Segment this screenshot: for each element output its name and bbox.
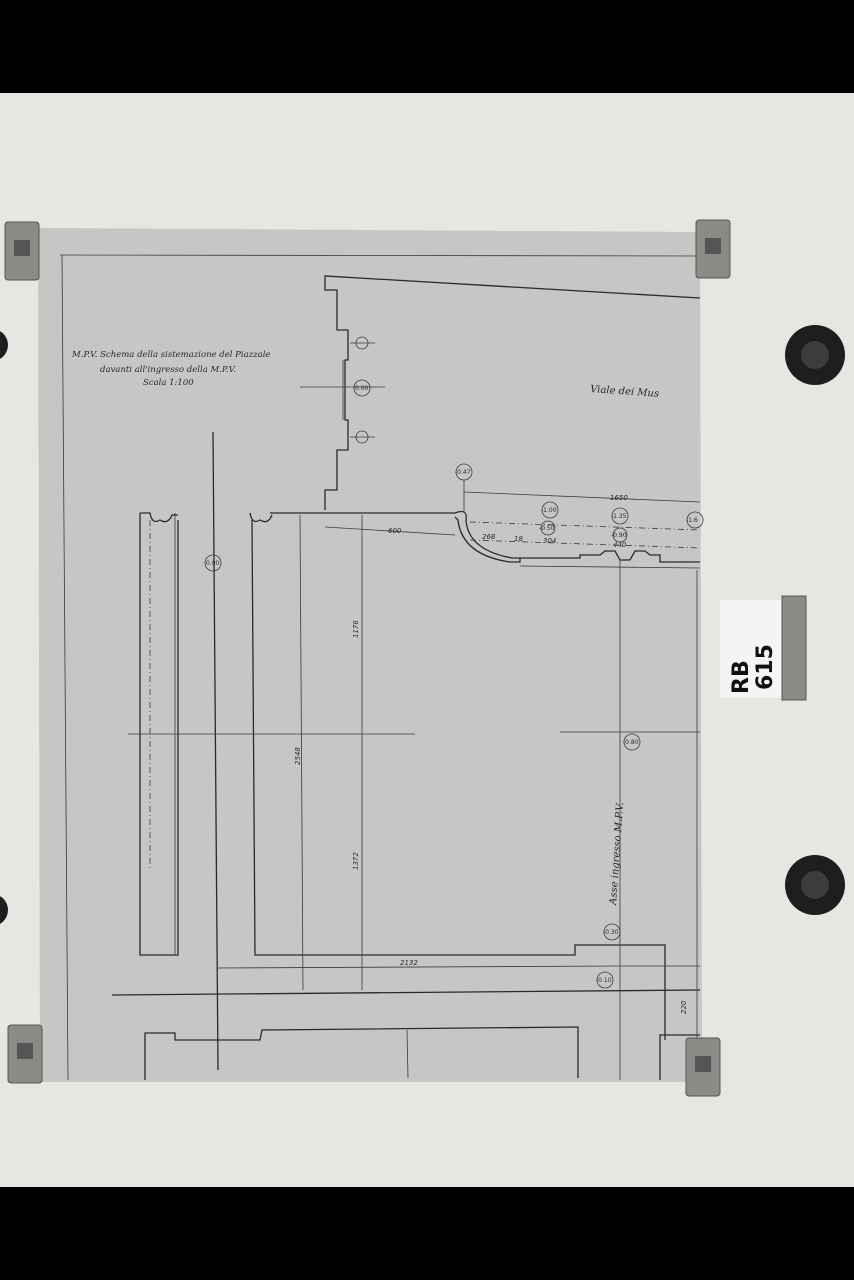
drawing-sheet xyxy=(38,228,702,1082)
drawing-scale: Scala 1:100 xyxy=(143,378,194,388)
archive-label-clip xyxy=(781,595,807,701)
level-minus-1.00: -1.00 xyxy=(541,507,557,514)
dimension-600: 600 xyxy=(388,527,402,535)
level-minus-0.47: -0.47 xyxy=(455,469,471,476)
dimension-2132: 2132 xyxy=(400,959,418,967)
level-minus-0.90: -0.90 xyxy=(611,532,627,539)
drawing-linework xyxy=(59,254,701,1081)
archive-label-line-2: 615 xyxy=(753,644,778,690)
level-minus-0.10: -0.10 xyxy=(596,977,612,984)
level-0.00-building: 0.00 xyxy=(355,385,369,392)
level-0.00-left: 0.00 xyxy=(206,560,220,567)
level-markers xyxy=(204,379,704,989)
dimension-18: 18 xyxy=(514,535,523,543)
mounting-clips xyxy=(4,219,731,1097)
archive-label-card xyxy=(720,600,782,698)
drawing-title-line-2: davanti all'ingresso della M.P.V. xyxy=(100,365,236,375)
level-minus-1.6: -1.6 xyxy=(686,517,698,524)
dimension-304: 304 xyxy=(543,537,556,545)
dimension-2548: 2548 xyxy=(294,747,302,765)
dimension-1650: 1650 xyxy=(610,494,628,502)
level-minus-0.80: -0.80 xyxy=(623,739,639,746)
archive-label-line-1: RB xyxy=(729,660,754,694)
dimension-268: 268 xyxy=(482,533,496,541)
reel-weights xyxy=(0,325,845,924)
drawing-title-line-1: M.P.V. Schema della sistemazione del Pia… xyxy=(71,350,270,360)
dimension-440: 440 xyxy=(613,541,627,549)
dimension-1176: 1176 xyxy=(352,620,360,638)
dimension-220: 220 xyxy=(680,1000,688,1014)
dimension-1372: 1372 xyxy=(352,852,360,870)
level-minus-1.35: -1.35 xyxy=(611,513,627,520)
level-minus-0.30: -0.30 xyxy=(603,929,619,936)
level-minus-0.50: -0.50 xyxy=(539,525,555,532)
street-label: Viale dei Mus xyxy=(590,384,660,400)
